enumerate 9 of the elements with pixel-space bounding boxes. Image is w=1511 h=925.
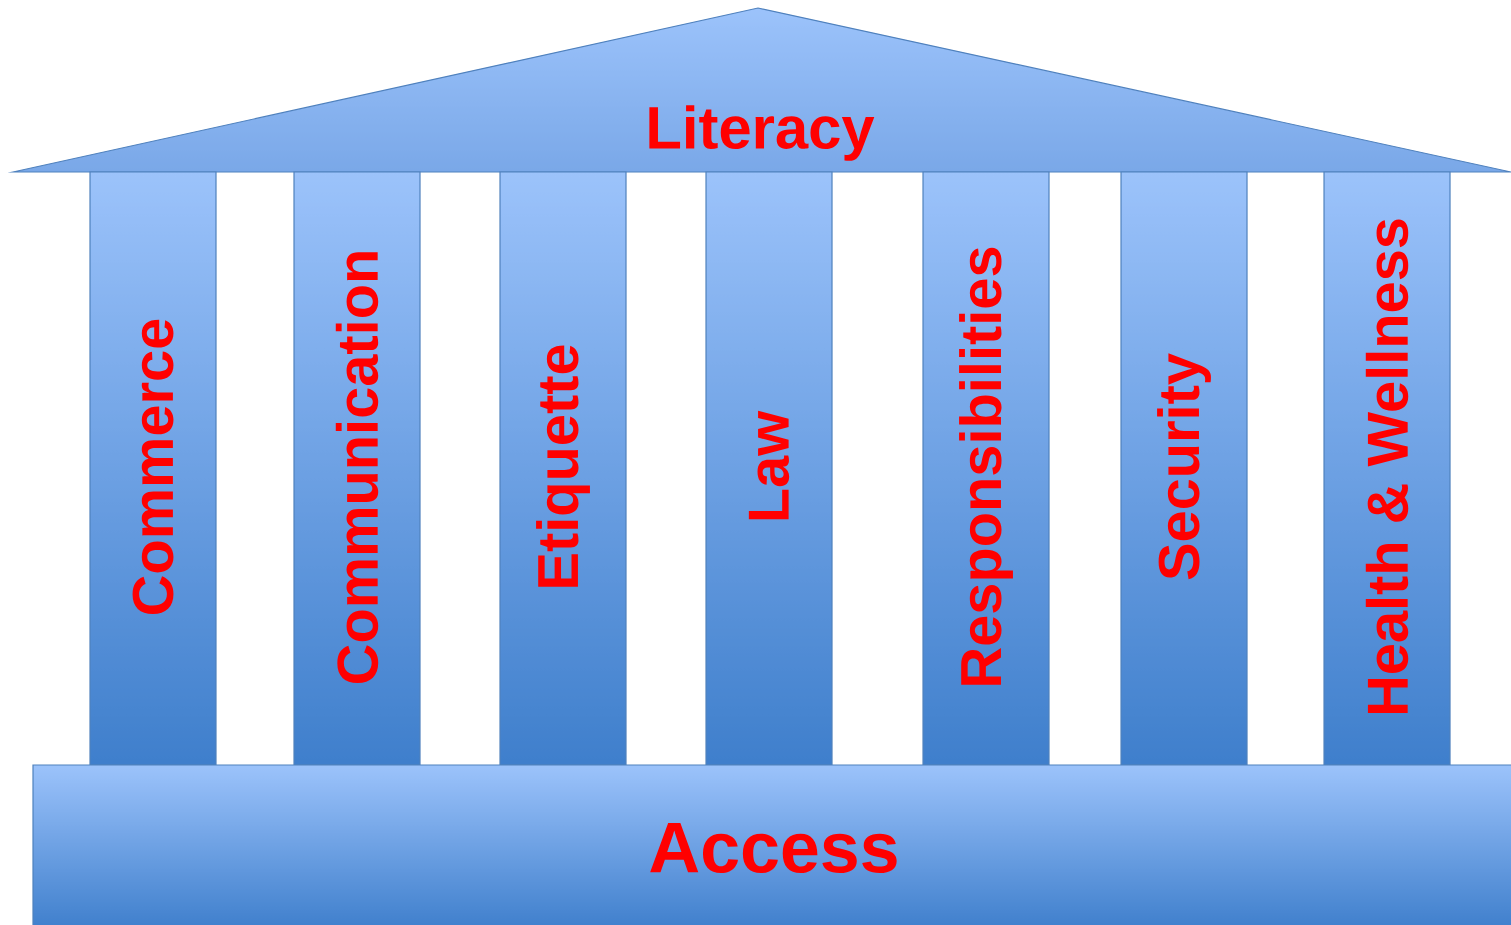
roof-label: Literacy [649,105,875,161]
pillar: Law [705,171,833,766]
pillar: Communication [293,171,421,766]
pillar: Health & Wellness [1323,171,1451,766]
pillar: Responsibilities [922,171,1050,766]
base-block: Access [32,764,1511,925]
pillar: Security [1120,171,1248,766]
pillar: Commerce [89,171,217,766]
pillar: Etiquette [499,171,627,766]
